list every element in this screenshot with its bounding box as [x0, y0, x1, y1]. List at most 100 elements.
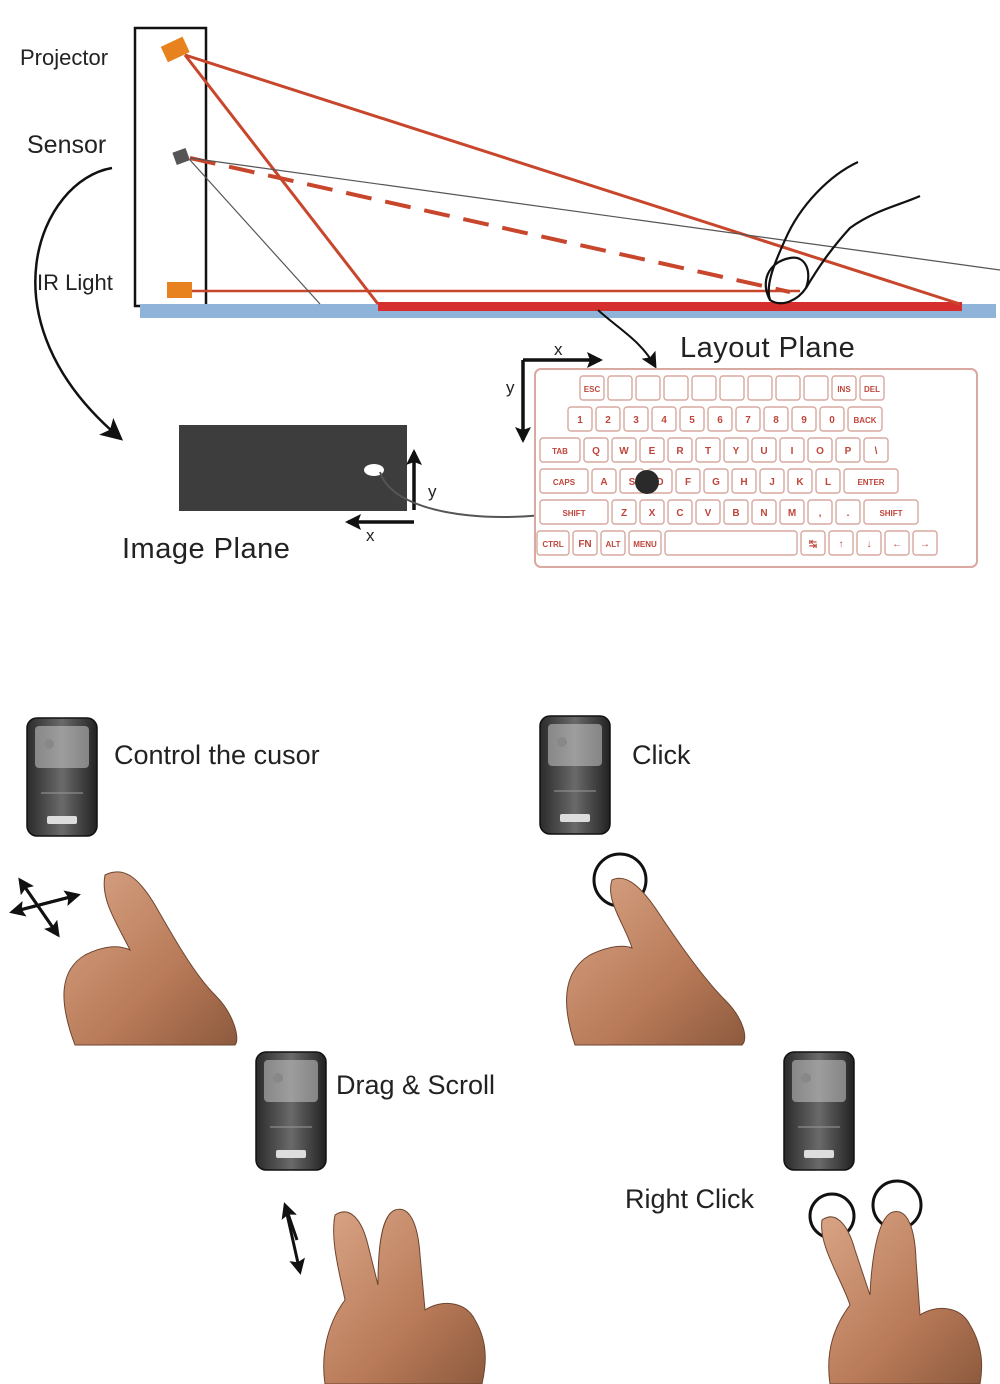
keyboard-key: W: [611, 437, 637, 463]
image-y-label: y: [428, 482, 437, 501]
svg-text:\: \: [875, 446, 878, 457]
svg-text:2: 2: [605, 415, 611, 426]
keyboard-key: V: [695, 499, 721, 525]
layout-x-label: x: [554, 340, 563, 359]
keyboard-key: MENU: [628, 530, 662, 556]
layout-plane-label: Layout Plane: [680, 332, 856, 364]
image-x-label: x: [366, 526, 375, 545]
keyboard-key: \: [863, 437, 889, 463]
keyboard-key: N: [751, 499, 777, 525]
sensor-label: Sensor: [27, 131, 107, 159]
keyboard-key: 3: [623, 406, 649, 432]
keyboard-key: ↑: [828, 530, 854, 556]
keyboard-key: L: [815, 468, 841, 494]
svg-text:SHIFT: SHIFT: [562, 509, 585, 518]
keyboard-key: X: [639, 499, 665, 525]
cross-arrow-icon: [9, 877, 81, 938]
svg-text:DEL: DEL: [864, 385, 880, 394]
projector-device-icon: [783, 1051, 855, 1171]
keyboard-key: CTRL: [536, 530, 570, 556]
keyboard-key: 9: [791, 406, 817, 432]
vertical-arrow-icon: [281, 1202, 305, 1275]
keyboard-key: T: [695, 437, 721, 463]
keyboard-key: 4: [651, 406, 677, 432]
keyboard-key: INS: [831, 375, 857, 401]
keyboard-key: A: [591, 468, 617, 494]
keyboard-key: DEL: [859, 375, 885, 401]
gesture-label-click: Click: [632, 740, 691, 770]
keyboard-key: 6: [707, 406, 733, 432]
svg-text:CAPS: CAPS: [553, 478, 576, 487]
sensor-component: [172, 147, 190, 165]
gesture-label-drag-scroll: Drag & Scroll: [336, 1070, 496, 1100]
svg-text:FN: FN: [578, 539, 591, 550]
keyboard-key: CAPS: [539, 468, 589, 494]
svg-text:G: G: [712, 477, 720, 488]
keyboard-key: J: [759, 468, 785, 494]
svg-text:F: F: [685, 477, 691, 488]
svg-text:→: →: [920, 539, 930, 550]
keyboard-key: Z: [611, 499, 637, 525]
keyboard-key: [747, 375, 773, 401]
svg-text:9: 9: [801, 415, 807, 426]
touch-point: [635, 470, 659, 494]
keyboard-key: 5: [679, 406, 705, 432]
gesture-art: [9, 715, 983, 1384]
keyboard-key: [775, 375, 801, 401]
hand-two-fingers-right-click: [821, 1211, 983, 1384]
svg-text:W: W: [619, 446, 629, 457]
sensor-to-image-arrow: [34, 166, 124, 441]
svg-text:.: .: [847, 508, 850, 519]
keyboard-key: ALT: [600, 530, 626, 556]
svg-text:A: A: [600, 477, 607, 488]
keyboard-key: [663, 375, 689, 401]
layout-y-label: y: [506, 378, 515, 397]
keyboard-key: C: [667, 499, 693, 525]
sensor-dashed-line: [189, 156, 791, 294]
projector-label: Projector: [20, 45, 109, 70]
keyboard-key: R: [667, 437, 693, 463]
svg-text:O: O: [816, 446, 824, 457]
keyboard-key: K: [787, 468, 813, 494]
svg-text:D: D: [656, 477, 663, 488]
keyboard-key: H: [731, 468, 757, 494]
keyboard-key: 8: [763, 406, 789, 432]
svg-text:S: S: [629, 477, 636, 488]
svg-text:↓: ↓: [867, 539, 872, 550]
svg-text:X: X: [649, 508, 656, 519]
gesture-label-right-click: Right Click: [625, 1184, 755, 1214]
ir-light-component: [167, 282, 192, 298]
keyboard-key: ESC: [579, 375, 605, 401]
keyboard-key: FN: [572, 530, 598, 556]
svg-text:4: 4: [661, 415, 667, 426]
keyboard-key: O: [807, 437, 833, 463]
svg-text:↑: ↑: [839, 539, 844, 550]
projected-area: [378, 302, 962, 311]
keyboard-key: Q: [583, 437, 609, 463]
svg-text:C: C: [676, 508, 683, 519]
keyboard-key: B: [723, 499, 749, 525]
hand-clicking: [566, 877, 746, 1046]
svg-text:E: E: [649, 446, 656, 457]
svg-text:I: I: [791, 446, 794, 457]
svg-text:8: 8: [773, 415, 779, 426]
keyboard-key: P: [835, 437, 861, 463]
svg-text:5: 5: [689, 415, 695, 426]
svg-text:T: T: [705, 446, 711, 457]
svg-text:INS: INS: [837, 385, 851, 394]
svg-text:MENU: MENU: [633, 540, 657, 549]
svg-text:,: ,: [819, 508, 822, 519]
svg-text:H: H: [740, 477, 747, 488]
svg-text:7: 7: [745, 415, 751, 426]
keyboard-key: SHIFT: [539, 499, 609, 525]
projector-component: [160, 36, 190, 63]
svg-text:BACK: BACK: [853, 416, 876, 425]
plane-to-layout-arrow: [597, 309, 657, 369]
sensor-view-line-upper: [189, 157, 1000, 271]
keyboard-key: [635, 375, 661, 401]
keyboard-key: E: [639, 437, 665, 463]
keyboard-key: [719, 375, 745, 401]
svg-text:Z: Z: [621, 508, 627, 519]
